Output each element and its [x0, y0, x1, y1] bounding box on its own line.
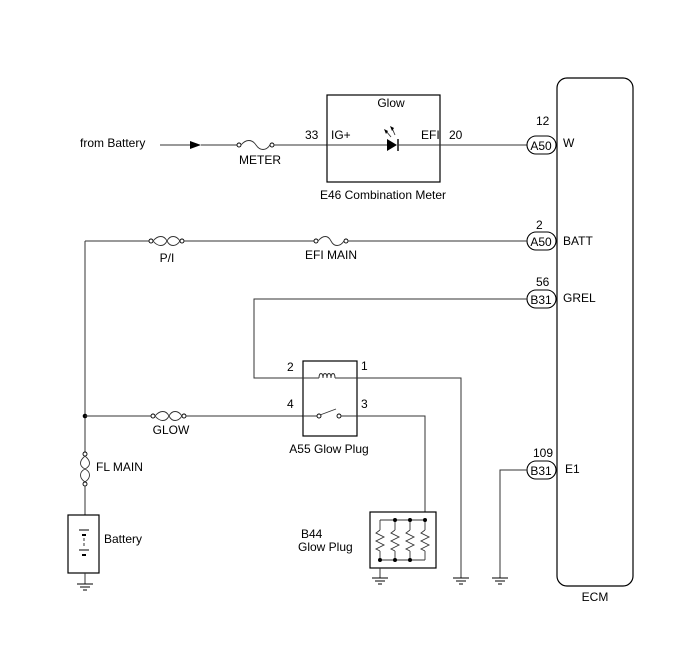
ground-icon	[372, 577, 388, 585]
ecm-pin-batt: 2 A50 BATT	[526, 218, 593, 251]
fl-main-fuse	[80, 451, 90, 487]
meter-pin-33: 33	[305, 128, 319, 142]
relay-pin-3: 3	[361, 397, 368, 411]
glow-fuse	[150, 411, 187, 421]
ecm-pin-name: GREL	[563, 291, 596, 305]
ecm-pin-num: 12	[536, 114, 550, 128]
glow-fuse-label: GLOW	[153, 423, 190, 437]
ground-icon	[492, 577, 508, 585]
ecm-pin-connector: B31	[530, 293, 552, 307]
ecm-pin-name: E1	[565, 462, 580, 476]
batt-circuit: P/I EFI MAIN	[85, 236, 527, 265]
combination-meter-box	[326, 94, 441, 183]
ground-icon	[453, 577, 469, 585]
main-feed: FL MAIN	[80, 241, 143, 515]
efi-main-fuse-label: EFI MAIN	[305, 248, 357, 262]
ecm-pin-grel: 56 B31 GREL	[526, 275, 596, 309]
ecm-pin-connector: A50	[530, 235, 552, 249]
grel-circuit	[253, 298, 527, 379]
meter-fuse	[236, 140, 275, 150]
combination-meter-label: E46 Combination Meter	[320, 188, 446, 202]
glow-circuit: GLOW	[85, 411, 303, 437]
pi-fuse	[148, 236, 185, 246]
glow-plug-feed	[357, 415, 426, 520]
relay-switch-icon	[316, 408, 342, 419]
relay-coil-icon	[318, 373, 336, 379]
relay-label: A55 Glow Plug	[289, 442, 368, 456]
relay-ground-circuit	[357, 377, 469, 585]
ecm-pin-num: 109	[533, 446, 553, 460]
from-battery-label: from Battery	[80, 136, 145, 150]
ecm-pin-w: 12 A50 W	[526, 114, 575, 155]
ecm-label: ECM	[582, 590, 609, 604]
ecm-pin-connector: A50	[530, 139, 552, 153]
glow-plug-name: Glow Plug	[298, 540, 353, 554]
efi-main-fuse	[313, 236, 349, 246]
meter-pin-efi: EFI	[421, 128, 440, 142]
ecm-unit: ECM	[556, 77, 634, 604]
battery-label: Battery	[104, 532, 142, 546]
ecm-pin-num: 56	[536, 275, 550, 289]
pi-fuse-label: P/I	[160, 251, 175, 265]
arrow-icon	[190, 141, 201, 149]
relay-pin-4: 4	[287, 397, 294, 411]
meter-fuse-label: METER	[239, 153, 281, 167]
fl-main-fuse-label: FL MAIN	[96, 460, 143, 474]
glow-plug-relay: 2 1 4 3 A55 Glow Plug	[287, 359, 369, 456]
meter-pin-ig: IG+	[331, 128, 351, 142]
relay-pin-2: 2	[287, 360, 294, 374]
ecm-pin-num: 2	[536, 218, 543, 232]
ecm-pin-connector: B31	[530, 464, 552, 478]
ground-icon	[77, 583, 93, 591]
battery: Battery	[67, 514, 142, 591]
glow-plug-code: B44	[301, 527, 323, 541]
meter-circuit: from Battery METER Glow 33 IG+ EFI 20	[80, 94, 527, 202]
glow-indicator-label: Glow	[377, 96, 405, 110]
ecm-pin-name: W	[563, 136, 575, 150]
meter-pin-20: 20	[449, 128, 463, 142]
glow-plug-assembly: B44 Glow Plug	[298, 511, 437, 585]
ecm-pin-name: BATT	[563, 234, 593, 248]
e1-ground-circuit	[492, 469, 527, 585]
relay-pin-1: 1	[361, 359, 368, 373]
